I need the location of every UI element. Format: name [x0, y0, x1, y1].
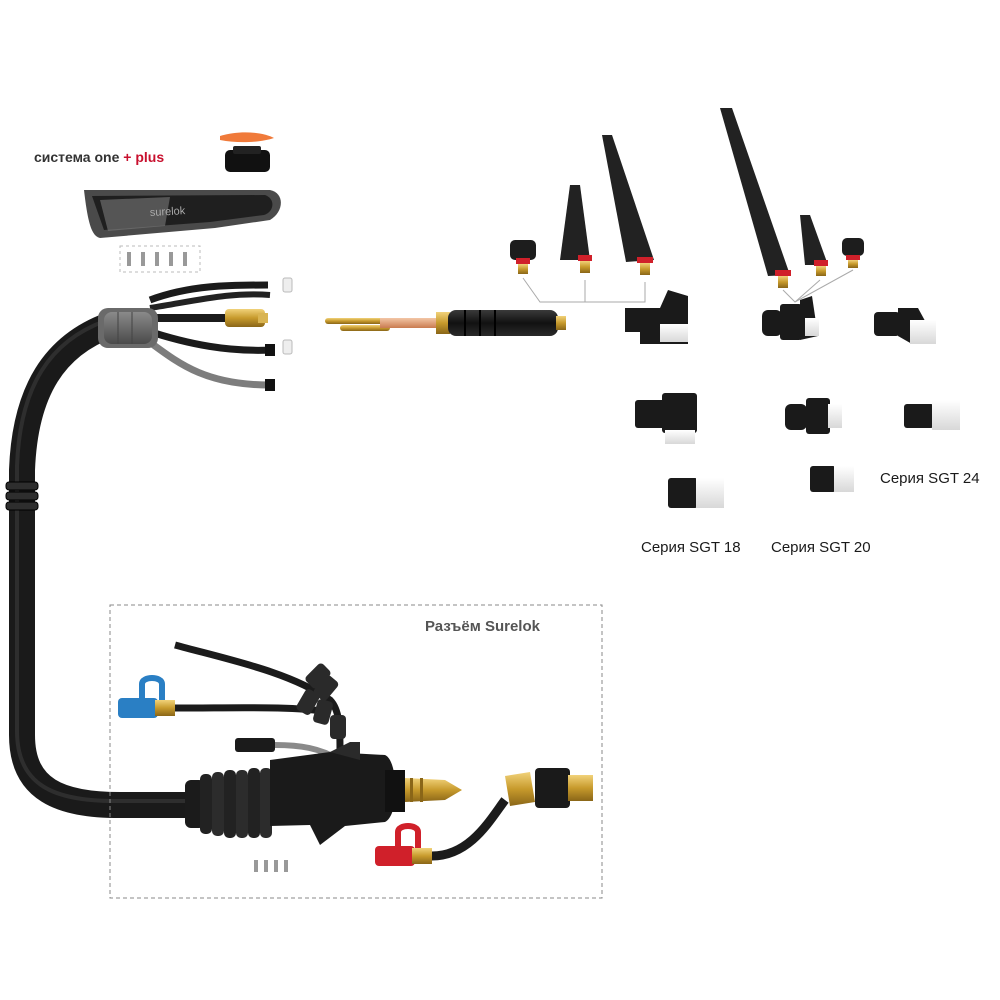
- sgt24-series: [874, 308, 960, 430]
- surelok-connector-group: [109, 604, 603, 899]
- head-sgt24-straight: [904, 400, 960, 430]
- head-sgt18-straight: [668, 478, 724, 508]
- cap-short: [510, 240, 536, 274]
- main-cable: [5, 312, 208, 818]
- sgt20-series: [720, 108, 864, 492]
- head-sgt18-large: [625, 290, 688, 344]
- torch-body: [325, 310, 566, 336]
- system-label: система one: [34, 149, 120, 165]
- cap-extra-long: [720, 108, 791, 288]
- cable-splitter: [98, 277, 293, 391]
- sgt18-label: Серия SGT 18: [641, 539, 741, 556]
- torch-handle: surelok: [84, 132, 281, 273]
- head-sgt20-straight: [810, 466, 854, 492]
- bellows: [200, 768, 272, 838]
- cap-short-20: [842, 238, 864, 268]
- svg-text:surelok: surelok: [150, 205, 187, 219]
- gas-adapter: [505, 768, 593, 808]
- red-coupling: [375, 797, 509, 866]
- head-sgt24-large: [874, 308, 936, 344]
- cap-long: [602, 135, 654, 275]
- brass-connector: [405, 778, 462, 802]
- head-sgt18-mid: [635, 393, 697, 444]
- cable-chain: [296, 663, 346, 739]
- surelok-label: Разъём Surelok: [425, 618, 540, 635]
- head-sgt20-mid: [785, 398, 842, 434]
- cap-medium-20: [800, 215, 828, 276]
- handle-screws: [119, 245, 201, 273]
- sgt18-series: [510, 135, 724, 508]
- system-plus-label: + plus: [123, 149, 165, 165]
- head-sgt20-large: [762, 296, 819, 340]
- cap-medium: [560, 185, 592, 273]
- sgt20-label: Серия SGT 20: [771, 539, 871, 556]
- connector-screws: [254, 860, 288, 872]
- sgt24-label: Серия SGT 24: [880, 470, 980, 487]
- system-title: система one + plus: [34, 149, 164, 165]
